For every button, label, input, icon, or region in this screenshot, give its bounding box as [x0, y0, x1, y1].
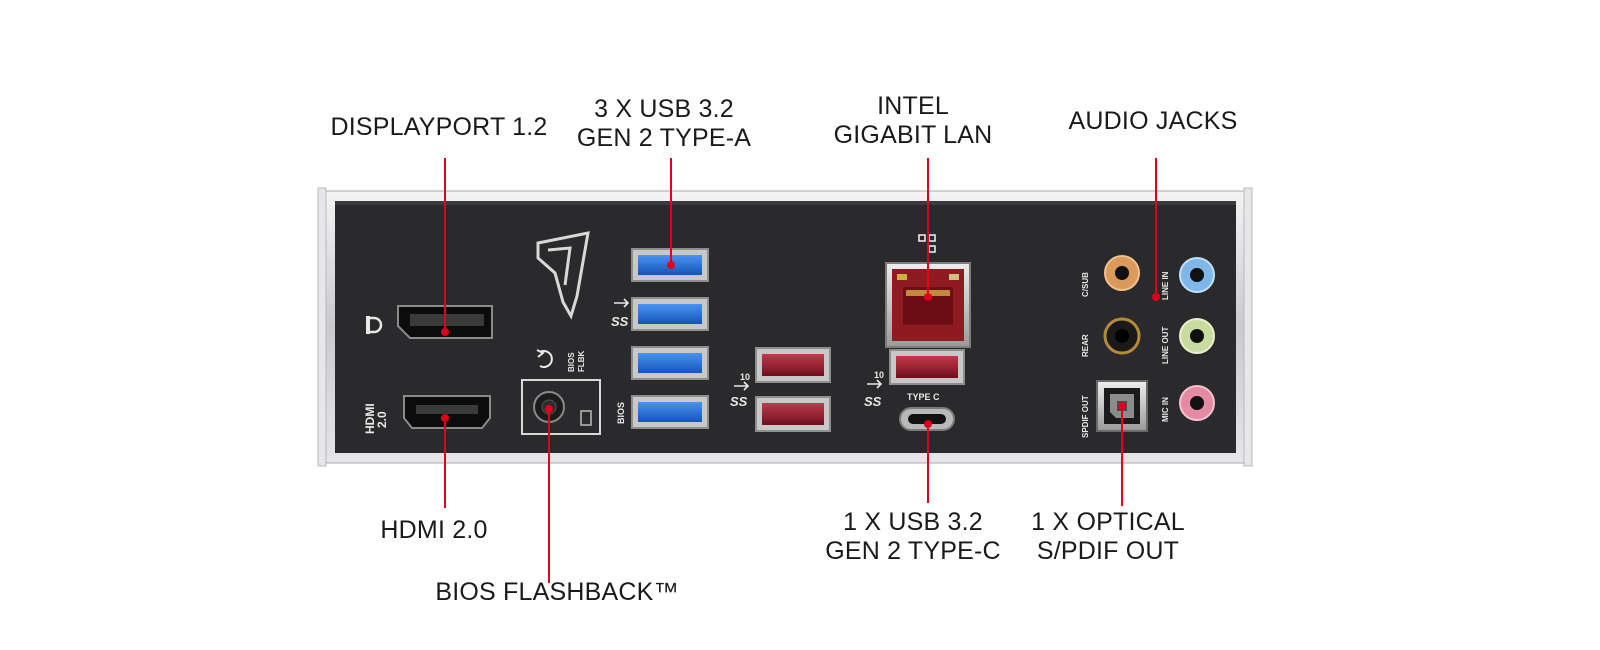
jack-mic-in [1179, 385, 1215, 421]
label-optical-spdif: 1 X OPTICAL S/PDIF OUT [1031, 508, 1185, 566]
silk-rear: REAR [1081, 334, 1090, 357]
label-hdmi: HDMI 2.0 [380, 516, 488, 544]
rog-logo [536, 231, 590, 320]
silk-bios-flbk-1: BIOS [567, 352, 576, 372]
label-intel-lan-line1: INTEL [877, 92, 949, 120]
refresh-icon [536, 349, 553, 368]
label-audio-jacks: AUDIO JACKS [1068, 107, 1238, 135]
label-optical-spdif-line1: 1 X OPTICAL [1031, 508, 1185, 536]
bios-led [580, 410, 592, 426]
svg-text:SS: SS [730, 394, 748, 409]
silk-bios: BIOS [616, 402, 626, 424]
jack-rear [1103, 317, 1141, 355]
jack-c-sub [1104, 255, 1140, 291]
superspeed-10-icon-right: SS 10 [864, 370, 884, 409]
silk-ss10-right: 10 [874, 370, 884, 380]
usb-a-port-4 [631, 395, 709, 429]
usb-red-port-3 [889, 349, 965, 385]
label-bios-flashback: BIOS FLASHBACK™ [435, 578, 679, 606]
label-usb-type-c-line1: 1 X USB 3.2 [843, 508, 983, 536]
label-usb-type-c-line2: GEN 2 TYPE-C [825, 537, 1001, 565]
label-optical-spdif-line2: S/PDIF OUT [1036, 537, 1180, 565]
lan-led-right [949, 274, 959, 280]
silk-mic-in: MIC IN [1161, 397, 1170, 422]
label-usb-type-c: 1 X USB 3.2 GEN 2 TYPE-C [825, 508, 1001, 566]
superspeed-10-icon: SS 10 [730, 372, 750, 409]
svg-text:SS: SS [864, 394, 882, 409]
jack-line-out [1179, 318, 1215, 354]
silk-hdmi-version: 2.0 [375, 411, 389, 428]
displayport-icon [366, 316, 383, 334]
svg-text:SS: SS [611, 314, 629, 329]
label-displayport: DISPLAYPORT 1.2 [330, 113, 548, 141]
leader-lines [441, 158, 1160, 583]
usb-a-port-2 [631, 297, 709, 331]
usb-red-port-2 [755, 396, 831, 432]
silk-type-c: TYPE C [907, 392, 940, 402]
lan-led-left [897, 274, 907, 280]
superspeed-icon: SS [611, 298, 630, 329]
jack-line-in [1179, 257, 1215, 293]
label-usb-type-a: 3 X USB 3.2 GEN 2 TYPE-A [577, 95, 751, 153]
usb-a-port-3 [631, 346, 709, 380]
silk-line-out: LINE OUT [1161, 327, 1170, 364]
label-usb-type-a-line2: GEN 2 TYPE-A [576, 124, 752, 152]
silk-hdmi: HDMI [363, 403, 377, 434]
silk-ss10-left: 10 [740, 372, 750, 382]
silk-bios-flbk-2: FLBK [577, 350, 586, 372]
label-intel-lan: INTEL GIGABIT LAN [834, 92, 993, 150]
silk-spdif-out: SPDIF OUT [1081, 395, 1090, 438]
silk-line-in: LINE IN [1161, 271, 1170, 300]
silk-c-sub: C/SUB [1081, 272, 1090, 297]
usb-red-stack: SS 10 [730, 347, 831, 432]
label-intel-lan-line2: GIGABIT LAN [833, 121, 993, 149]
usb-red-port-1 [755, 347, 831, 383]
hdmi-port: HDMI 2.0 [363, 395, 491, 434]
label-usb-type-a-line1: 3 X USB 3.2 [594, 95, 734, 123]
